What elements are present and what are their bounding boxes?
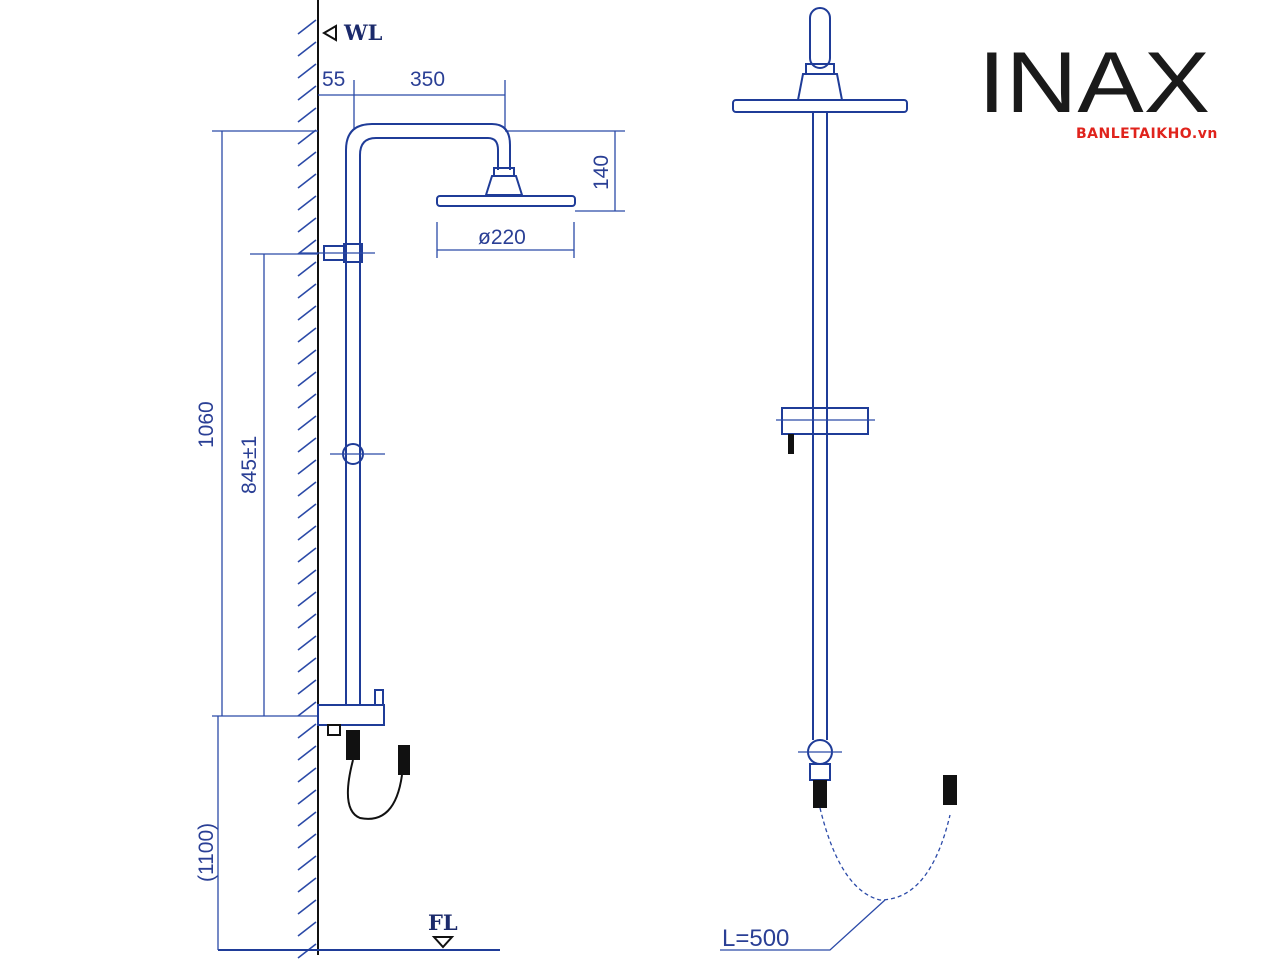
wall-hatch-line [297, 767, 317, 783]
wall-hatch-line [297, 217, 317, 233]
wall-hatch-line [297, 371, 317, 387]
wall-hatch-line [297, 437, 317, 453]
wall-hatch-line [297, 811, 317, 827]
side-view-shower [300, 123, 576, 820]
wall-hatch-line [297, 921, 317, 937]
hose-length-label: L=500 [722, 925, 789, 952]
wall-hatch-line [297, 525, 317, 541]
wall-hatch-line [297, 635, 317, 651]
wall-hatch-line [297, 459, 317, 475]
wl-marker [322, 24, 337, 42]
wall-hatch-line [297, 613, 317, 629]
wall-hatch-line [297, 129, 317, 145]
dim-1060: 1060 [195, 401, 218, 448]
wall-hatch-line [297, 19, 317, 35]
wall-hatch-line [297, 723, 317, 739]
fl-marker [431, 936, 455, 949]
wall-hatch-line [297, 591, 317, 607]
inax-logo: INAX BANLETAIKHO.vn [978, 35, 1218, 142]
wall-hatch-line [297, 393, 317, 409]
wall-hatch-line [297, 547, 317, 563]
dim-140: 140 [590, 155, 613, 190]
watermark: BANLETAIKHO.vn [1076, 126, 1218, 142]
svg-text:INAX: INAX [978, 35, 1210, 131]
dim-845: 845±1 [238, 436, 261, 494]
fl-label: FL [428, 910, 458, 935]
wall-hatch-line [297, 701, 317, 717]
dim-350: 350 [410, 68, 445, 91]
wall-hatch-line [297, 261, 317, 277]
wall-hatch-line [297, 85, 317, 101]
wall-hatch-line [297, 415, 317, 431]
wall-hatch-line [297, 63, 317, 79]
wall [297, 0, 319, 959]
wall-hatch-line [297, 151, 317, 167]
wl-label: WL [343, 20, 383, 45]
wall-hatch-line [297, 107, 317, 123]
wall-hatch-line [297, 855, 317, 871]
wall-hatch-line [297, 349, 317, 365]
wall-hatch-line [297, 877, 317, 893]
wall-hatch-line [297, 833, 317, 849]
front-view-shower: L=500 [720, 7, 957, 952]
wall-hatch-line [297, 195, 317, 211]
wall-hatch-line [297, 481, 317, 497]
dim-55: 55 [322, 68, 345, 91]
wall-hatch-line [297, 239, 317, 255]
wall-hatch-line [297, 283, 317, 299]
wall-hatch-line [297, 569, 317, 585]
wall-hatch-line [297, 327, 317, 343]
wall-hatch-line [297, 41, 317, 57]
wall-hatch-line [297, 503, 317, 519]
dim-220: ø220 [478, 226, 526, 249]
wall-hatch-line [297, 173, 317, 189]
wall-hatch-line [297, 899, 317, 915]
wall-hatch-line [297, 789, 317, 805]
wall-hatch-line [297, 679, 317, 695]
wall-hatch-line [297, 305, 317, 321]
dim-1100: (1100) [195, 823, 218, 882]
dimensions: 55 350 140 ø220 1060 845±1 (1100) [195, 68, 625, 950]
wall-hatch-line [297, 745, 317, 761]
wall-hatch-line [297, 657, 317, 673]
